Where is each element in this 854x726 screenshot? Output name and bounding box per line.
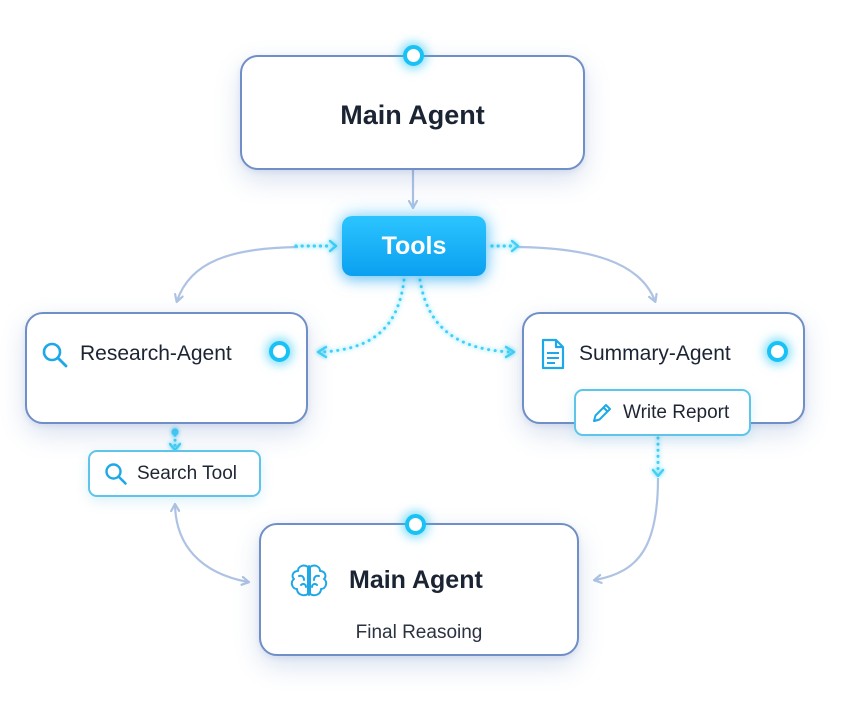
brain-icon <box>290 564 328 597</box>
search-icon <box>42 342 68 368</box>
document-icon <box>541 338 565 370</box>
research-agent-title: Research-Agent <box>80 342 232 365</box>
arrow-tools-to-research <box>177 245 299 301</box>
main-agent-top-title: Main Agent <box>340 100 485 130</box>
tools-label: Tools <box>381 231 447 260</box>
main-agent-bottom-subtitle: Final Reasoing <box>355 622 483 643</box>
port-research-agent[interactable] <box>269 341 290 362</box>
port-main-agent-top[interactable] <box>403 45 424 66</box>
tools-node[interactable]: Tools <box>342 216 486 276</box>
search-tool-chip[interactable]: Search Tool <box>88 450 261 497</box>
dotted-arrowhead-summary <box>504 345 516 359</box>
summary-agent-node[interactable]: Summary-Agent <box>522 312 805 424</box>
search-icon <box>105 462 127 485</box>
arrow-searchtool-to-main <box>175 505 248 582</box>
search-tool-label: Search Tool <box>137 462 237 484</box>
dotted-tools-to-research <box>318 278 406 354</box>
port-main-agent-bottom[interactable] <box>405 514 426 535</box>
dotted-arrowhead-right <box>510 239 520 253</box>
research-agent-node[interactable]: Research-Agent <box>25 312 308 424</box>
main-agent-top-node[interactable]: Main Agent <box>240 55 585 170</box>
dotted-arrowhead-research <box>316 345 328 359</box>
dotted-arrowhead-left <box>328 239 338 253</box>
dotted-arrowhead-writereport <box>651 468 665 478</box>
arrow-tools-to-summary <box>517 245 655 301</box>
pencil-icon <box>593 403 611 422</box>
dotted-tools-to-summary <box>418 278 514 354</box>
arrow-writereport-to-main <box>595 477 660 580</box>
port-summary-agent[interactable] <box>767 341 788 362</box>
summary-agent-title: Summary-Agent <box>579 342 731 365</box>
main-agent-bottom-node[interactable]: Main Agent Final Reasoing <box>259 523 579 656</box>
main-agent-bottom-title: Main Agent <box>349 566 483 594</box>
dotted-end-research <box>171 428 179 436</box>
write-report-label: Write Report <box>623 401 730 423</box>
write-report-chip[interactable]: Write Report <box>574 389 751 436</box>
